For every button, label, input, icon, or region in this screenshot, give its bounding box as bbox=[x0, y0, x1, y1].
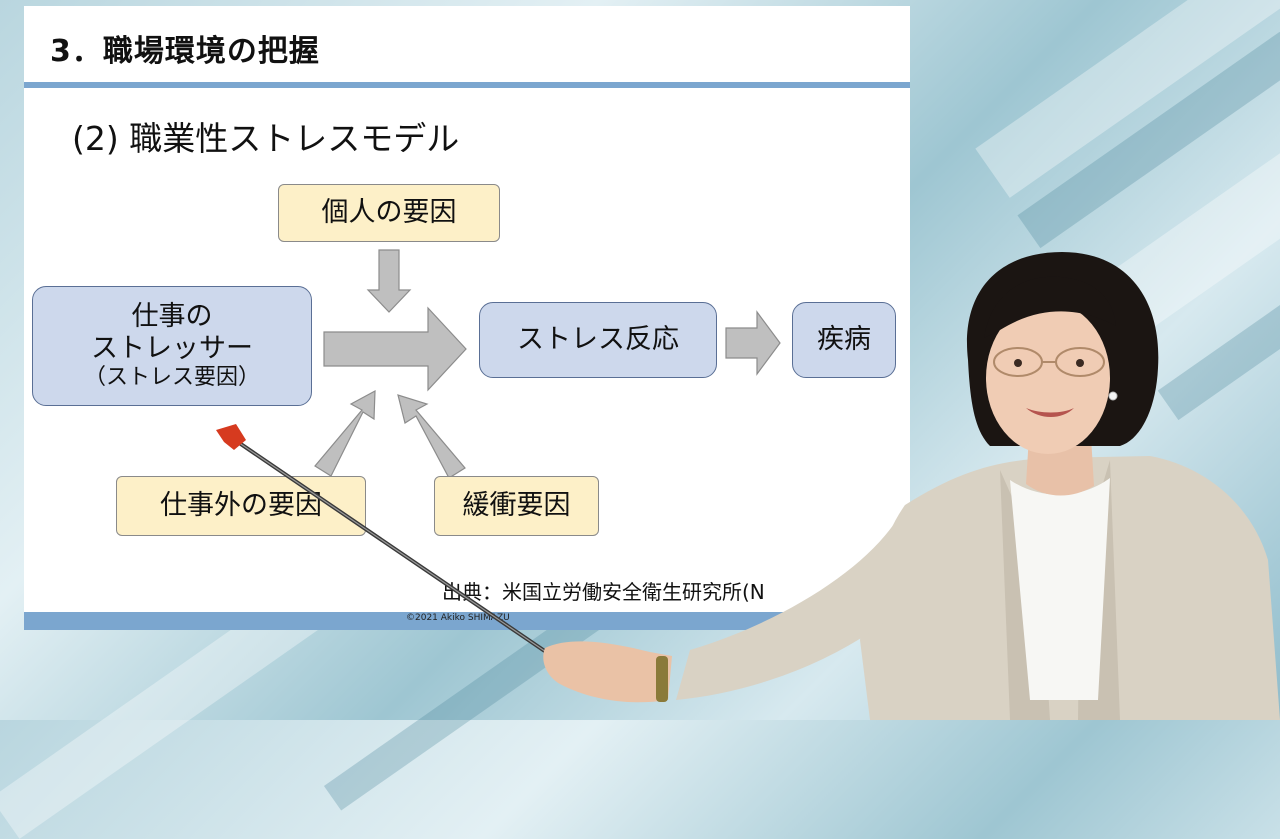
non-work-factors-box: 仕事外の要因 bbox=[116, 476, 366, 536]
presenter-arm bbox=[676, 505, 930, 700]
buffer-factors-label: 緩衝要因 bbox=[462, 490, 571, 522]
presenter-bracelet bbox=[656, 656, 668, 702]
job-stressors-label-line3: （ストレス要因） bbox=[83, 364, 260, 390]
presenter bbox=[216, 252, 1280, 720]
footer-bar bbox=[24, 612, 910, 630]
source-citation: 出典：米国立労働安全衛生研究所(N bbox=[442, 580, 765, 604]
presenter-face bbox=[986, 302, 1110, 454]
stress-reaction-label: ストレス反応 bbox=[517, 324, 679, 356]
illness-box: 疾病 bbox=[792, 302, 896, 378]
illness-label: 疾病 bbox=[817, 324, 871, 356]
job-stressors-label-line2: ストレッサー bbox=[91, 333, 253, 365]
slide-title: 3．職場環境の把握 bbox=[50, 34, 320, 69]
presenter-blouse bbox=[1010, 478, 1110, 700]
job-stressors-box: 仕事の ストレッサー （ストレス要因） bbox=[32, 286, 312, 406]
individual-factors-label: 個人の要因 bbox=[321, 197, 457, 229]
stress-reaction-box: ストレス反応 bbox=[479, 302, 717, 378]
copyright-text: ©2021 Akiko SHIMAZU bbox=[406, 613, 510, 623]
pointer-tip bbox=[216, 424, 246, 450]
buffer-factors-box: 緩衝要因 bbox=[434, 476, 599, 536]
presentation-slide: 3．職場環境の把握 (2) 職業性ストレスモデル 個人の要因 仕事の ストレッサ… bbox=[24, 6, 910, 630]
job-stressors-label-line1: 仕事の bbox=[131, 301, 213, 333]
non-work-factors-label: 仕事外の要因 bbox=[160, 490, 322, 522]
presenter-hand bbox=[543, 641, 672, 703]
title-divider bbox=[24, 82, 910, 88]
slide-subtitle: (2) 職業性ストレスモデル bbox=[72, 119, 460, 158]
individual-factors-box: 個人の要因 bbox=[278, 184, 500, 242]
